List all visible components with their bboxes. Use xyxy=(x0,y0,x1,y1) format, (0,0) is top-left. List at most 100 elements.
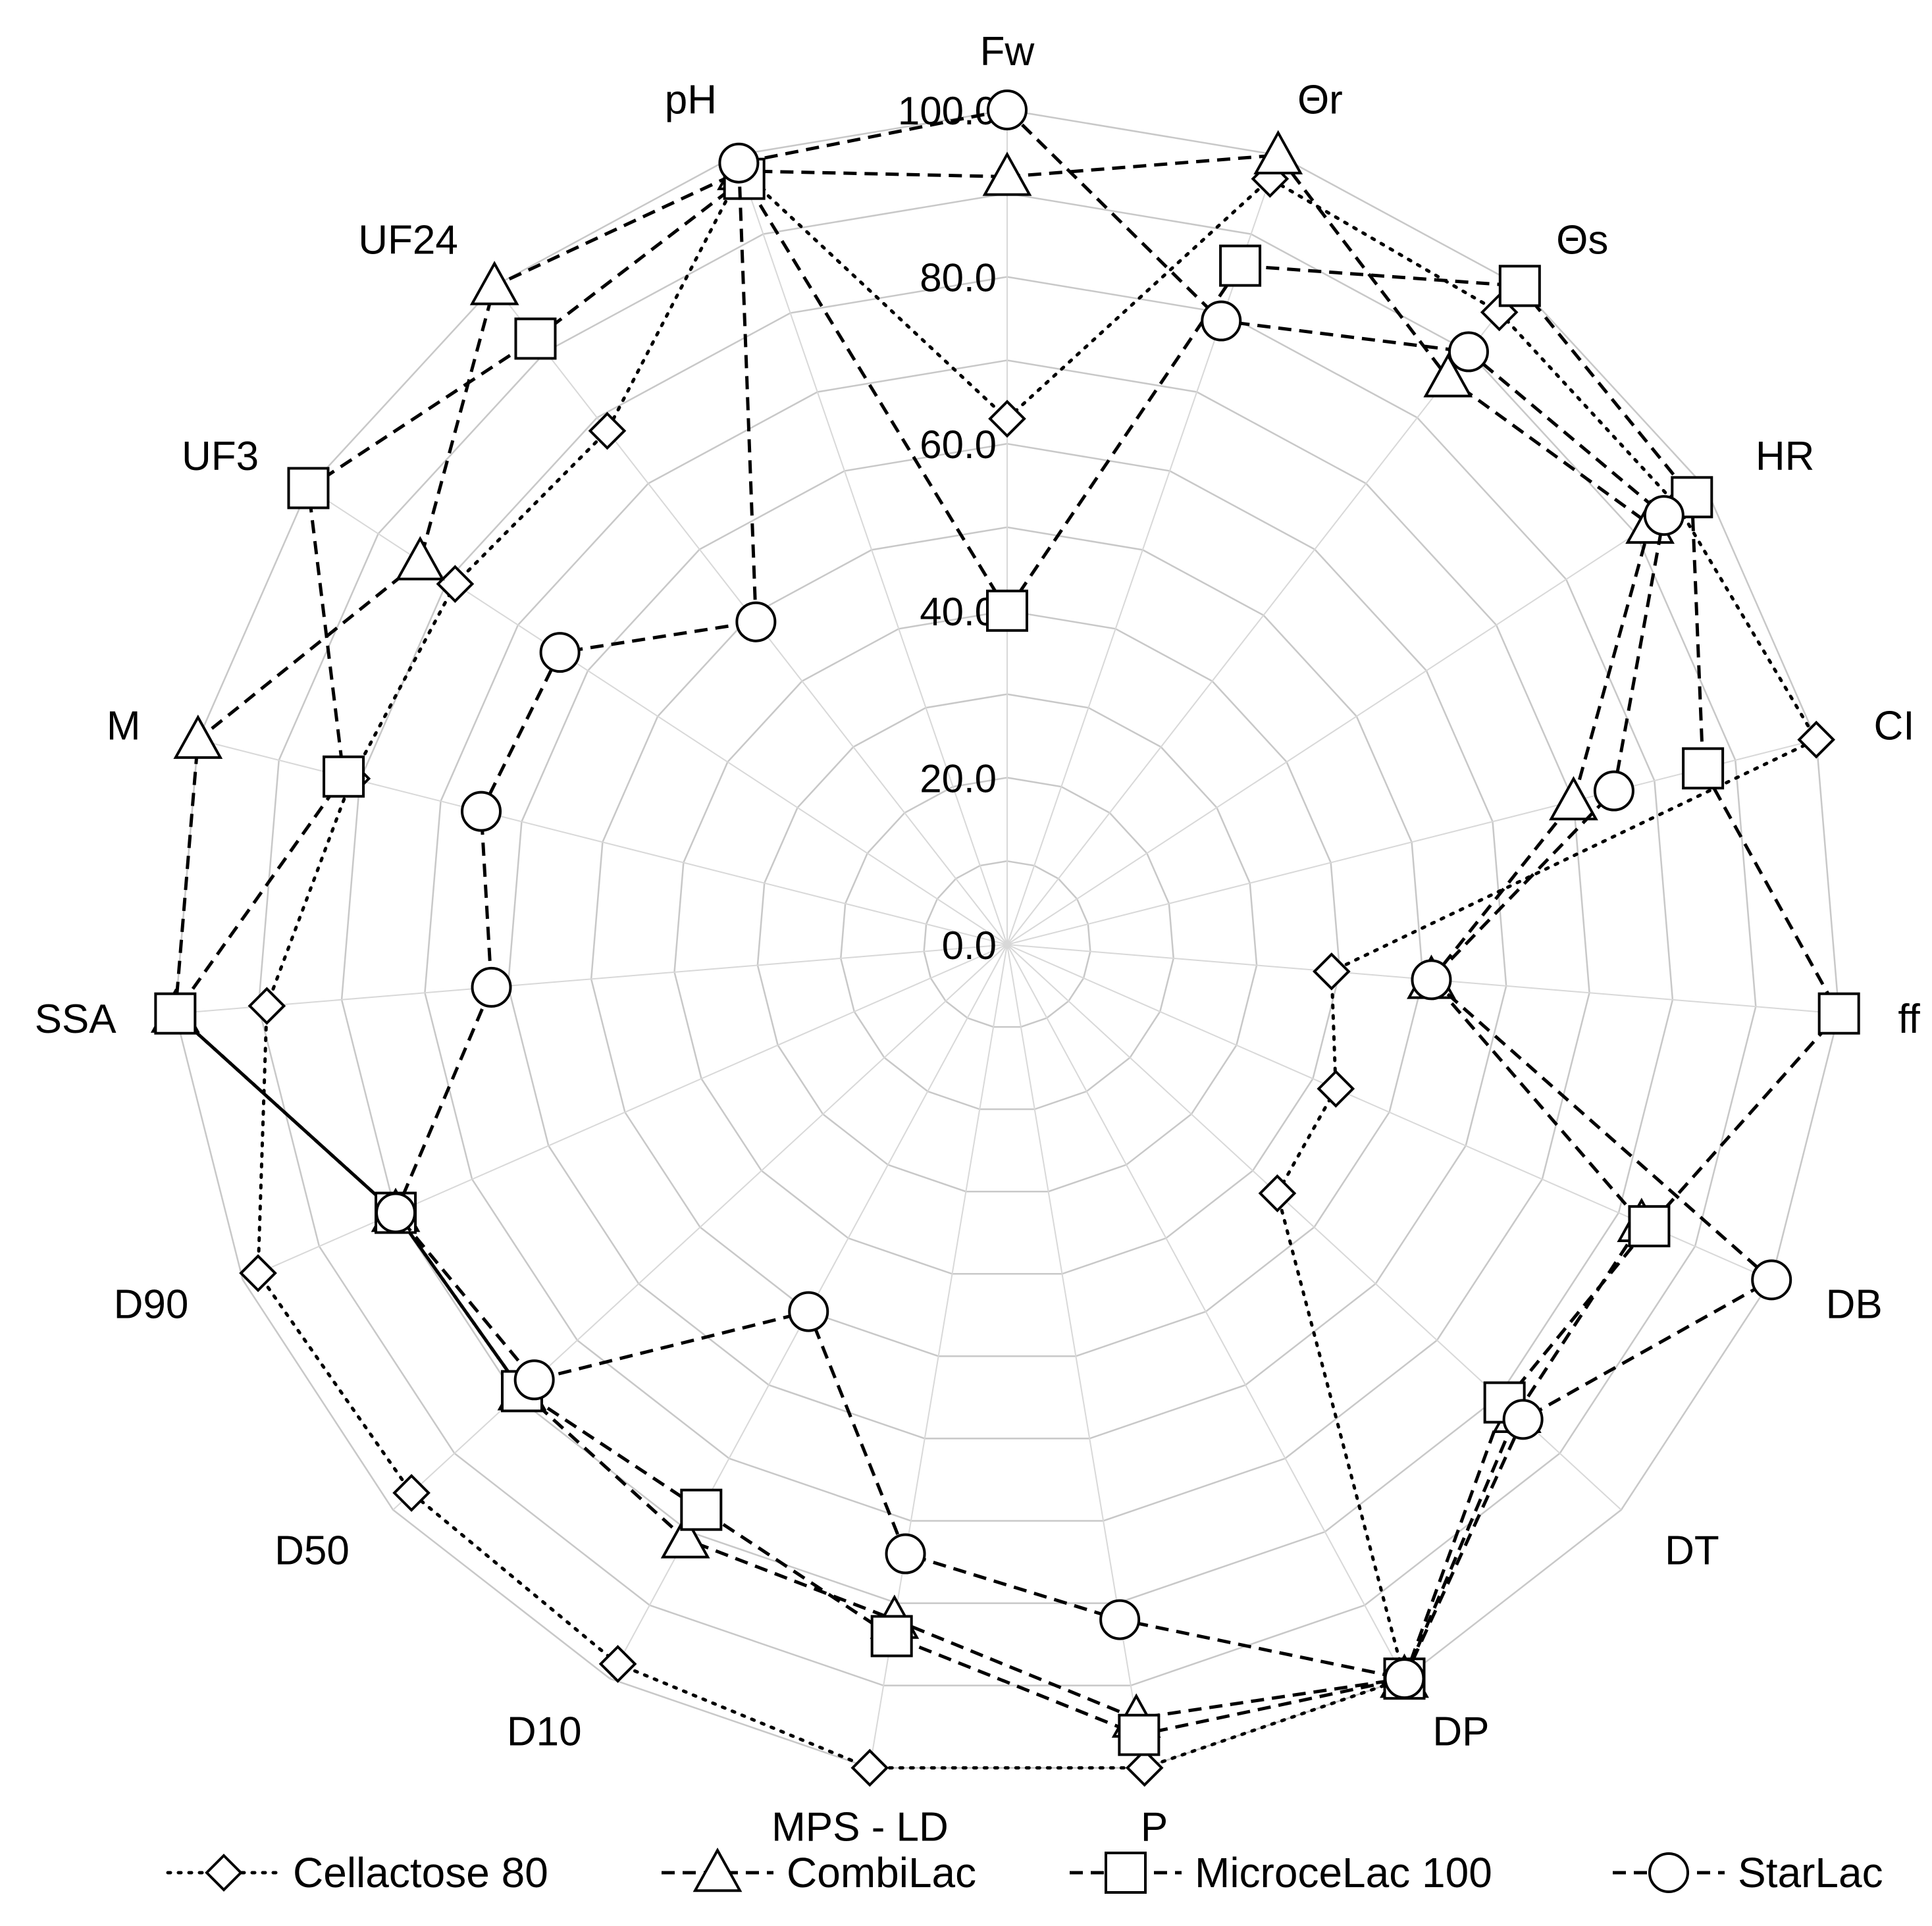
data-point xyxy=(1219,244,1262,287)
data-point xyxy=(1549,775,1598,821)
legend-label: Cellactose 80 xyxy=(293,1849,548,1896)
data-point xyxy=(1498,265,1541,307)
data-point xyxy=(248,987,286,1026)
grid-spoke xyxy=(392,944,1008,1511)
data-point xyxy=(1099,1599,1141,1640)
data-point xyxy=(436,565,475,603)
data-point xyxy=(1643,495,1684,536)
legend-item-starlac: StarLac xyxy=(1613,1849,1883,1896)
data-point xyxy=(1448,331,1489,373)
data-point xyxy=(173,714,223,759)
data-point xyxy=(1593,770,1634,812)
axis-label-m: M xyxy=(107,704,141,749)
data-point xyxy=(1258,1174,1297,1212)
data-point xyxy=(1313,952,1351,991)
grid-ring xyxy=(590,526,1424,1357)
axis-label-d90: D90 xyxy=(114,1282,189,1328)
legend-marker xyxy=(692,1847,743,1892)
data-point xyxy=(287,467,330,509)
data-point xyxy=(239,1254,277,1292)
tick-label: 0.0 xyxy=(942,924,997,968)
axis-label-uf3: UF3 xyxy=(182,434,259,479)
data-point xyxy=(1253,130,1303,174)
axis-label-d10: D10 xyxy=(507,1709,582,1754)
legend-label: StarLac xyxy=(1738,1849,1883,1896)
data-point xyxy=(471,966,512,1008)
grid-spoke xyxy=(1006,487,1707,945)
radar-grid xyxy=(174,109,1840,1769)
data-point xyxy=(375,1192,417,1234)
tick-label: 40.0 xyxy=(920,590,997,634)
axis-label-fw: Fw xyxy=(980,29,1035,74)
grid-spoke xyxy=(735,155,1008,945)
data-point xyxy=(1628,1205,1671,1247)
data-point xyxy=(1317,1070,1355,1108)
grid-ring xyxy=(673,610,1341,1275)
grid-spoke xyxy=(1006,739,1817,945)
grid-spoke xyxy=(242,944,1008,1281)
axis-label-ph: pH xyxy=(665,78,717,123)
legend-label: CombiLac xyxy=(787,1849,976,1896)
data-point xyxy=(680,1488,723,1531)
axis-label-s: Θs xyxy=(1556,217,1608,263)
data-point xyxy=(395,536,445,581)
data-point xyxy=(735,601,777,642)
axis-label-mps-ld: MPS - LD xyxy=(771,1804,949,1850)
tick-label: 20.0 xyxy=(920,756,997,800)
data-point xyxy=(514,317,557,360)
data-point xyxy=(1411,959,1452,1001)
data-point xyxy=(870,1615,913,1657)
legend-marker xyxy=(1105,1852,1147,1894)
data-point xyxy=(1423,353,1473,398)
data-point xyxy=(1797,720,1836,759)
axis-label-ci: CI xyxy=(1873,704,1914,749)
legend-item-microcelac-100: MicroceLac 100 xyxy=(1070,1849,1492,1896)
grid-ring xyxy=(257,192,1757,1686)
data-point xyxy=(598,1645,637,1683)
axis-label-p: P xyxy=(1141,1804,1168,1850)
axis-label-dt: DT xyxy=(1665,1528,1719,1574)
data-point xyxy=(513,1359,555,1401)
axis-label-uf24: UF24 xyxy=(358,217,458,263)
legend-item-combilac: CombiLac xyxy=(662,1847,976,1896)
series-combilac xyxy=(150,130,1675,1738)
data-point xyxy=(323,755,365,798)
grid-spoke xyxy=(197,739,1008,945)
grid-ring xyxy=(840,777,1174,1110)
data-point xyxy=(154,992,197,1035)
data-point xyxy=(469,261,519,305)
data-point xyxy=(788,1291,829,1332)
data-point xyxy=(988,400,1026,438)
data-point xyxy=(1817,992,1860,1035)
data-point xyxy=(660,1514,710,1559)
data-point xyxy=(1682,747,1725,790)
data-point xyxy=(539,632,581,673)
legend-marker xyxy=(1648,1852,1689,1893)
data-point xyxy=(1751,1259,1792,1301)
series-line xyxy=(256,168,1819,1770)
legend: Cellactose 80 CombiLac MicroceLac 100 StarL… xyxy=(166,1847,1883,1896)
grid-ring xyxy=(756,693,1258,1193)
legend-marker xyxy=(205,1854,243,1892)
axis-label-dp: DP xyxy=(1432,1709,1489,1754)
grid-ring xyxy=(507,442,1507,1440)
data-point xyxy=(982,151,1032,196)
data-point xyxy=(1118,1713,1161,1756)
data-point xyxy=(461,791,502,832)
axis-label-d50: D50 xyxy=(274,1528,350,1574)
data-point xyxy=(986,589,1028,632)
legend-item-cellactose-80: Cellactose 80 xyxy=(166,1849,548,1896)
series-line xyxy=(394,108,1775,1681)
grid-spoke xyxy=(175,944,1008,1014)
data-point xyxy=(885,1533,926,1575)
data-point xyxy=(588,411,627,450)
axis-label-r: Θr xyxy=(1297,78,1343,123)
data-point xyxy=(987,90,1028,130)
data-point xyxy=(1502,1399,1544,1440)
series-line xyxy=(173,153,1652,1721)
grid-ring xyxy=(340,276,1674,1604)
data-point xyxy=(1201,300,1242,342)
